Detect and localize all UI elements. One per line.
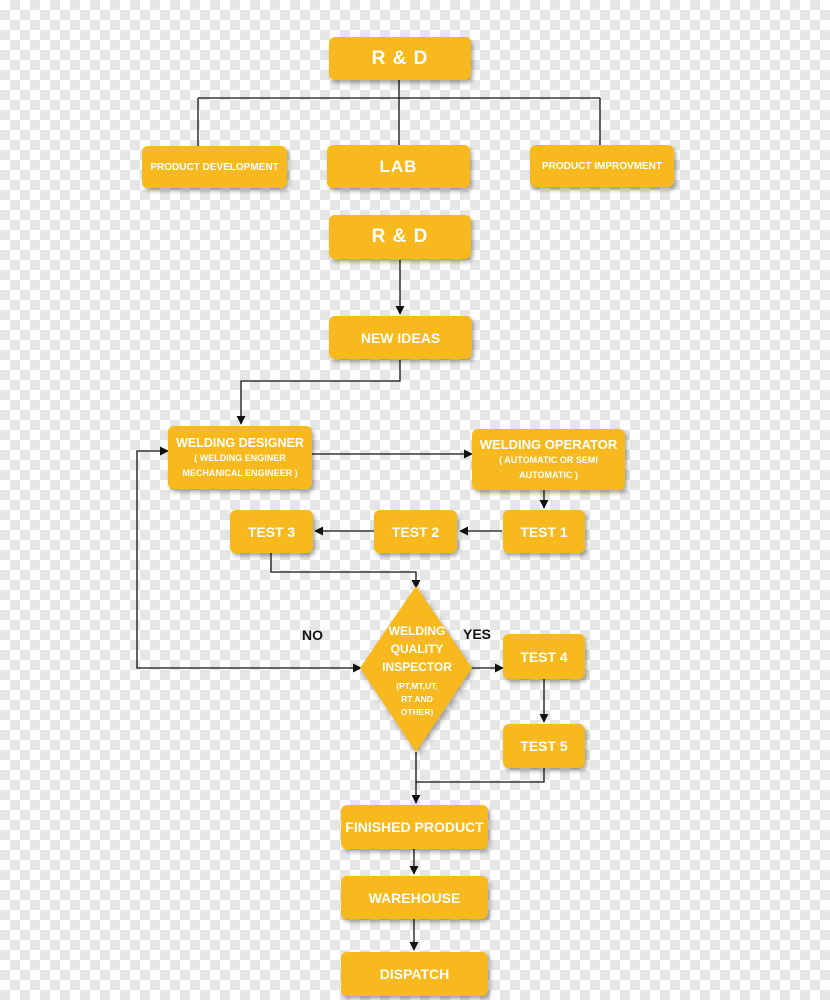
new-ideas-node: NEW IDEAS <box>329 316 472 359</box>
yes-label: YES <box>463 626 492 642</box>
finished-product-label: FINISHED PRODUCT <box>345 819 484 835</box>
connector-test5-merge <box>416 768 545 783</box>
test5-node: TEST 5 <box>503 724 585 768</box>
inspector-sub2: RT AND <box>401 694 433 704</box>
rnd-second-node: R & D <box>329 215 471 259</box>
welding-designer-title: WELDING DESIGNER <box>176 435 304 450</box>
welding-operator-line2: AUTOMATIC ) <box>519 470 578 480</box>
new-ideas-label: NEW IDEAS <box>360 329 441 346</box>
test3-node: TEST 3 <box>230 510 313 553</box>
warehouse-node: WAREHOUSE <box>341 876 488 919</box>
inspector-diamond <box>360 586 472 752</box>
inspector-sub3: OTHER) <box>400 707 434 717</box>
connector-test3-to-inspector <box>270 553 421 589</box>
dispatch-node: DISPATCH <box>341 952 488 996</box>
product-improvment-node: PRODUCT IMPROVMENT <box>530 145 674 187</box>
welding-operator-title: WELDING OPERATOR <box>479 437 618 452</box>
welding-operator-line1: ( AUTOMATIC OR SEMI <box>499 455 598 465</box>
test2-label: TEST 2 <box>391 523 440 540</box>
lab-label: LAB <box>379 156 418 176</box>
inspector-line3: INSPECTOR <box>382 660 452 674</box>
rnd-top-node: R & D <box>329 37 471 80</box>
inspector-line2: QUALITY <box>390 642 444 656</box>
connector-new-ideas-to-designer <box>236 360 401 425</box>
test5-label: TEST 5 <box>520 738 568 754</box>
product-development-node: PRODUCT DEVELOPMENT <box>142 146 287 188</box>
inspector-sub1: (PT,MT,UT, <box>396 681 438 691</box>
test1-node: TEST 1 <box>503 510 585 553</box>
lab-node: LAB <box>327 145 470 188</box>
product-development-label: PRODUCT DEVELOPMENT <box>150 161 279 173</box>
finished-product-node: FINISHED PRODUCT <box>341 805 488 849</box>
welding-designer-line2: MECHANICAL ENGINEER ) <box>182 467 298 478</box>
no-label: NO <box>302 627 323 643</box>
rnd-top-label: R & D <box>371 47 429 69</box>
connector-no-loop <box>136 446 362 673</box>
inspector-line1: WELDING <box>388 624 446 638</box>
product-improvment-label: PRODUCT IMPROVMENT <box>542 160 662 172</box>
test3-label: TEST 3 <box>247 523 296 540</box>
welding-designer-node: WELDING DESIGNER ( WELDING ENGINER MECHA… <box>168 426 312 489</box>
welding-operator-node: WELDING OPERATOR ( AUTOMATIC OR SEMI AUT… <box>472 429 625 490</box>
test2-node: TEST 2 <box>374 510 457 553</box>
welding-designer-line1: ( WELDING ENGINER <box>194 452 286 463</box>
warehouse-label: WAREHOUSE <box>368 889 461 906</box>
dispatch-label: DISPATCH <box>379 966 450 982</box>
rnd-second-label: R & D <box>371 226 429 247</box>
test4-node: TEST 4 <box>503 634 585 679</box>
test1-label: TEST 1 <box>520 523 568 540</box>
test4-label: TEST 4 <box>520 648 568 665</box>
inspector-text: WELDING QUALITY INSPECTOR (PT,MT,UT, RT … <box>362 622 472 719</box>
